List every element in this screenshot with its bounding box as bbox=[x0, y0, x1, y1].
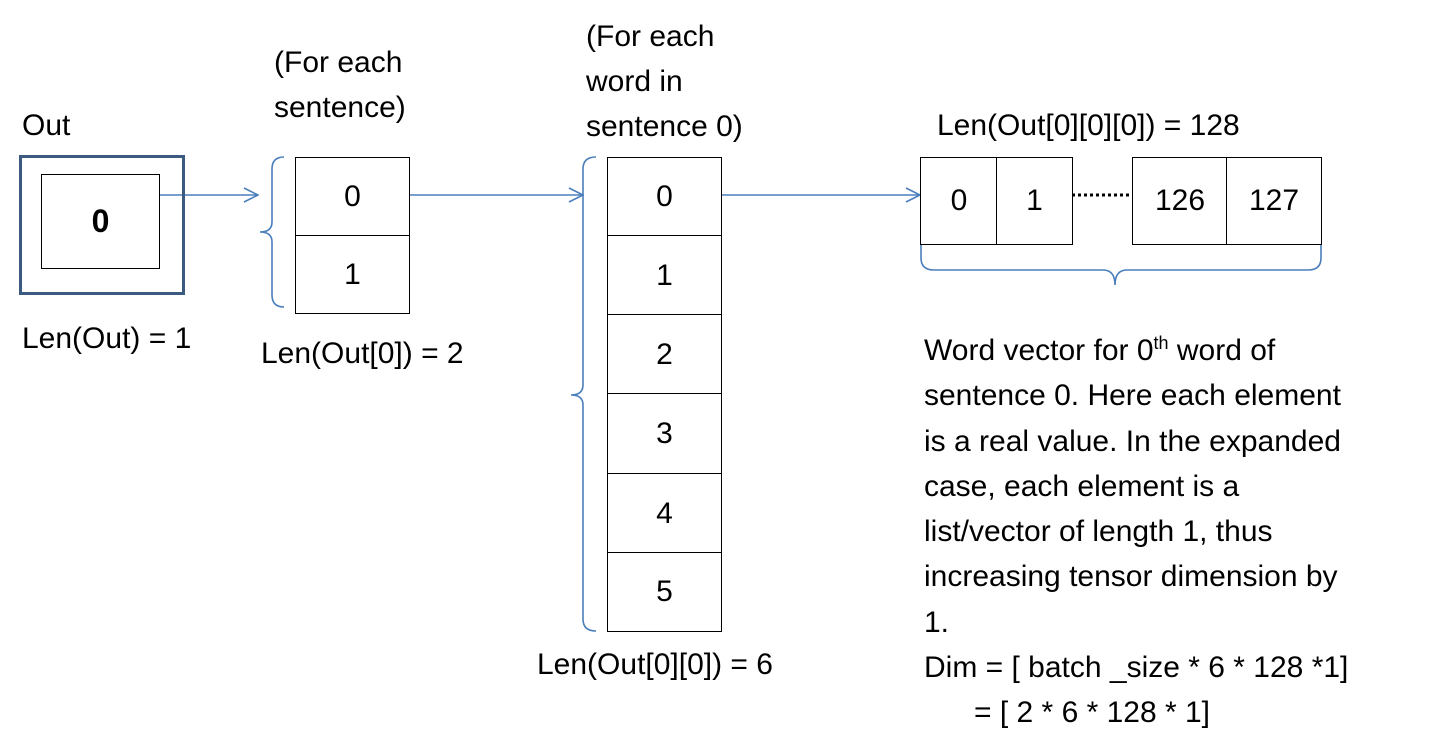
sentences-header-line2: sentence) bbox=[274, 91, 406, 124]
word-cell-1: 1 bbox=[607, 235, 722, 316]
word-cell-0: 0 bbox=[607, 157, 722, 237]
out-length-label: Len(Out) = 1 bbox=[22, 322, 192, 355]
description-line-7: 1. bbox=[924, 605, 950, 639]
words-brace bbox=[570, 156, 597, 632]
words-header-line1: (For each bbox=[586, 20, 715, 53]
description-line-1: Word vector for 0th word of bbox=[924, 333, 1276, 367]
vector-brace bbox=[920, 245, 1322, 286]
vector-cell-127: 127 bbox=[1226, 157, 1322, 245]
out-frame bbox=[19, 155, 185, 295]
description-line-6: increasing tensor dimension by bbox=[924, 560, 1338, 594]
ordinal-suffix: th bbox=[1153, 333, 1169, 353]
sentence-cell-1: 1 bbox=[295, 235, 410, 314]
description-line-4: case, each element is a bbox=[924, 469, 1240, 503]
description-line-2: sentence 0. Here each element bbox=[924, 379, 1341, 413]
vector-cell-126: 126 bbox=[1132, 157, 1228, 245]
word-cell-2: 2 bbox=[607, 314, 722, 395]
vector-cell-0: 0 bbox=[920, 157, 998, 245]
sentences-header-line1: (For each bbox=[274, 46, 403, 79]
dimension-line-1: Dim = [ batch _size * 6 * 128 *1] bbox=[924, 651, 1349, 685]
out-cell: 0 bbox=[41, 174, 160, 269]
sentences-brace bbox=[259, 156, 285, 308]
words-header-line3: sentence 0) bbox=[586, 110, 743, 143]
vector-length-label: Len(Out[0][0][0]) = 128 bbox=[937, 109, 1240, 142]
sentences-length-label: Len(Out[0]) = 2 bbox=[261, 337, 464, 370]
word-cell-4: 4 bbox=[607, 473, 722, 554]
vector-cell-1: 1 bbox=[996, 157, 1073, 245]
dimension-line-2: = [ 2 * 6 * 128 * 1] bbox=[924, 696, 1211, 730]
word-cell-3: 3 bbox=[607, 393, 722, 475]
description-line-5: list/vector of length 1, thus bbox=[924, 515, 1273, 549]
words-header-line2: word in bbox=[586, 65, 683, 98]
words-length-label: Len(Out[0][0]) = 6 bbox=[537, 648, 773, 681]
word-cell-5: 5 bbox=[607, 552, 722, 632]
out-title: Out bbox=[22, 109, 71, 142]
vector-description: Word vector for 0th word of sentence 0. … bbox=[924, 328, 1434, 736]
sentence-cell-0: 0 bbox=[295, 157, 410, 237]
description-line-3: is a real value. In the expanded bbox=[924, 424, 1341, 458]
